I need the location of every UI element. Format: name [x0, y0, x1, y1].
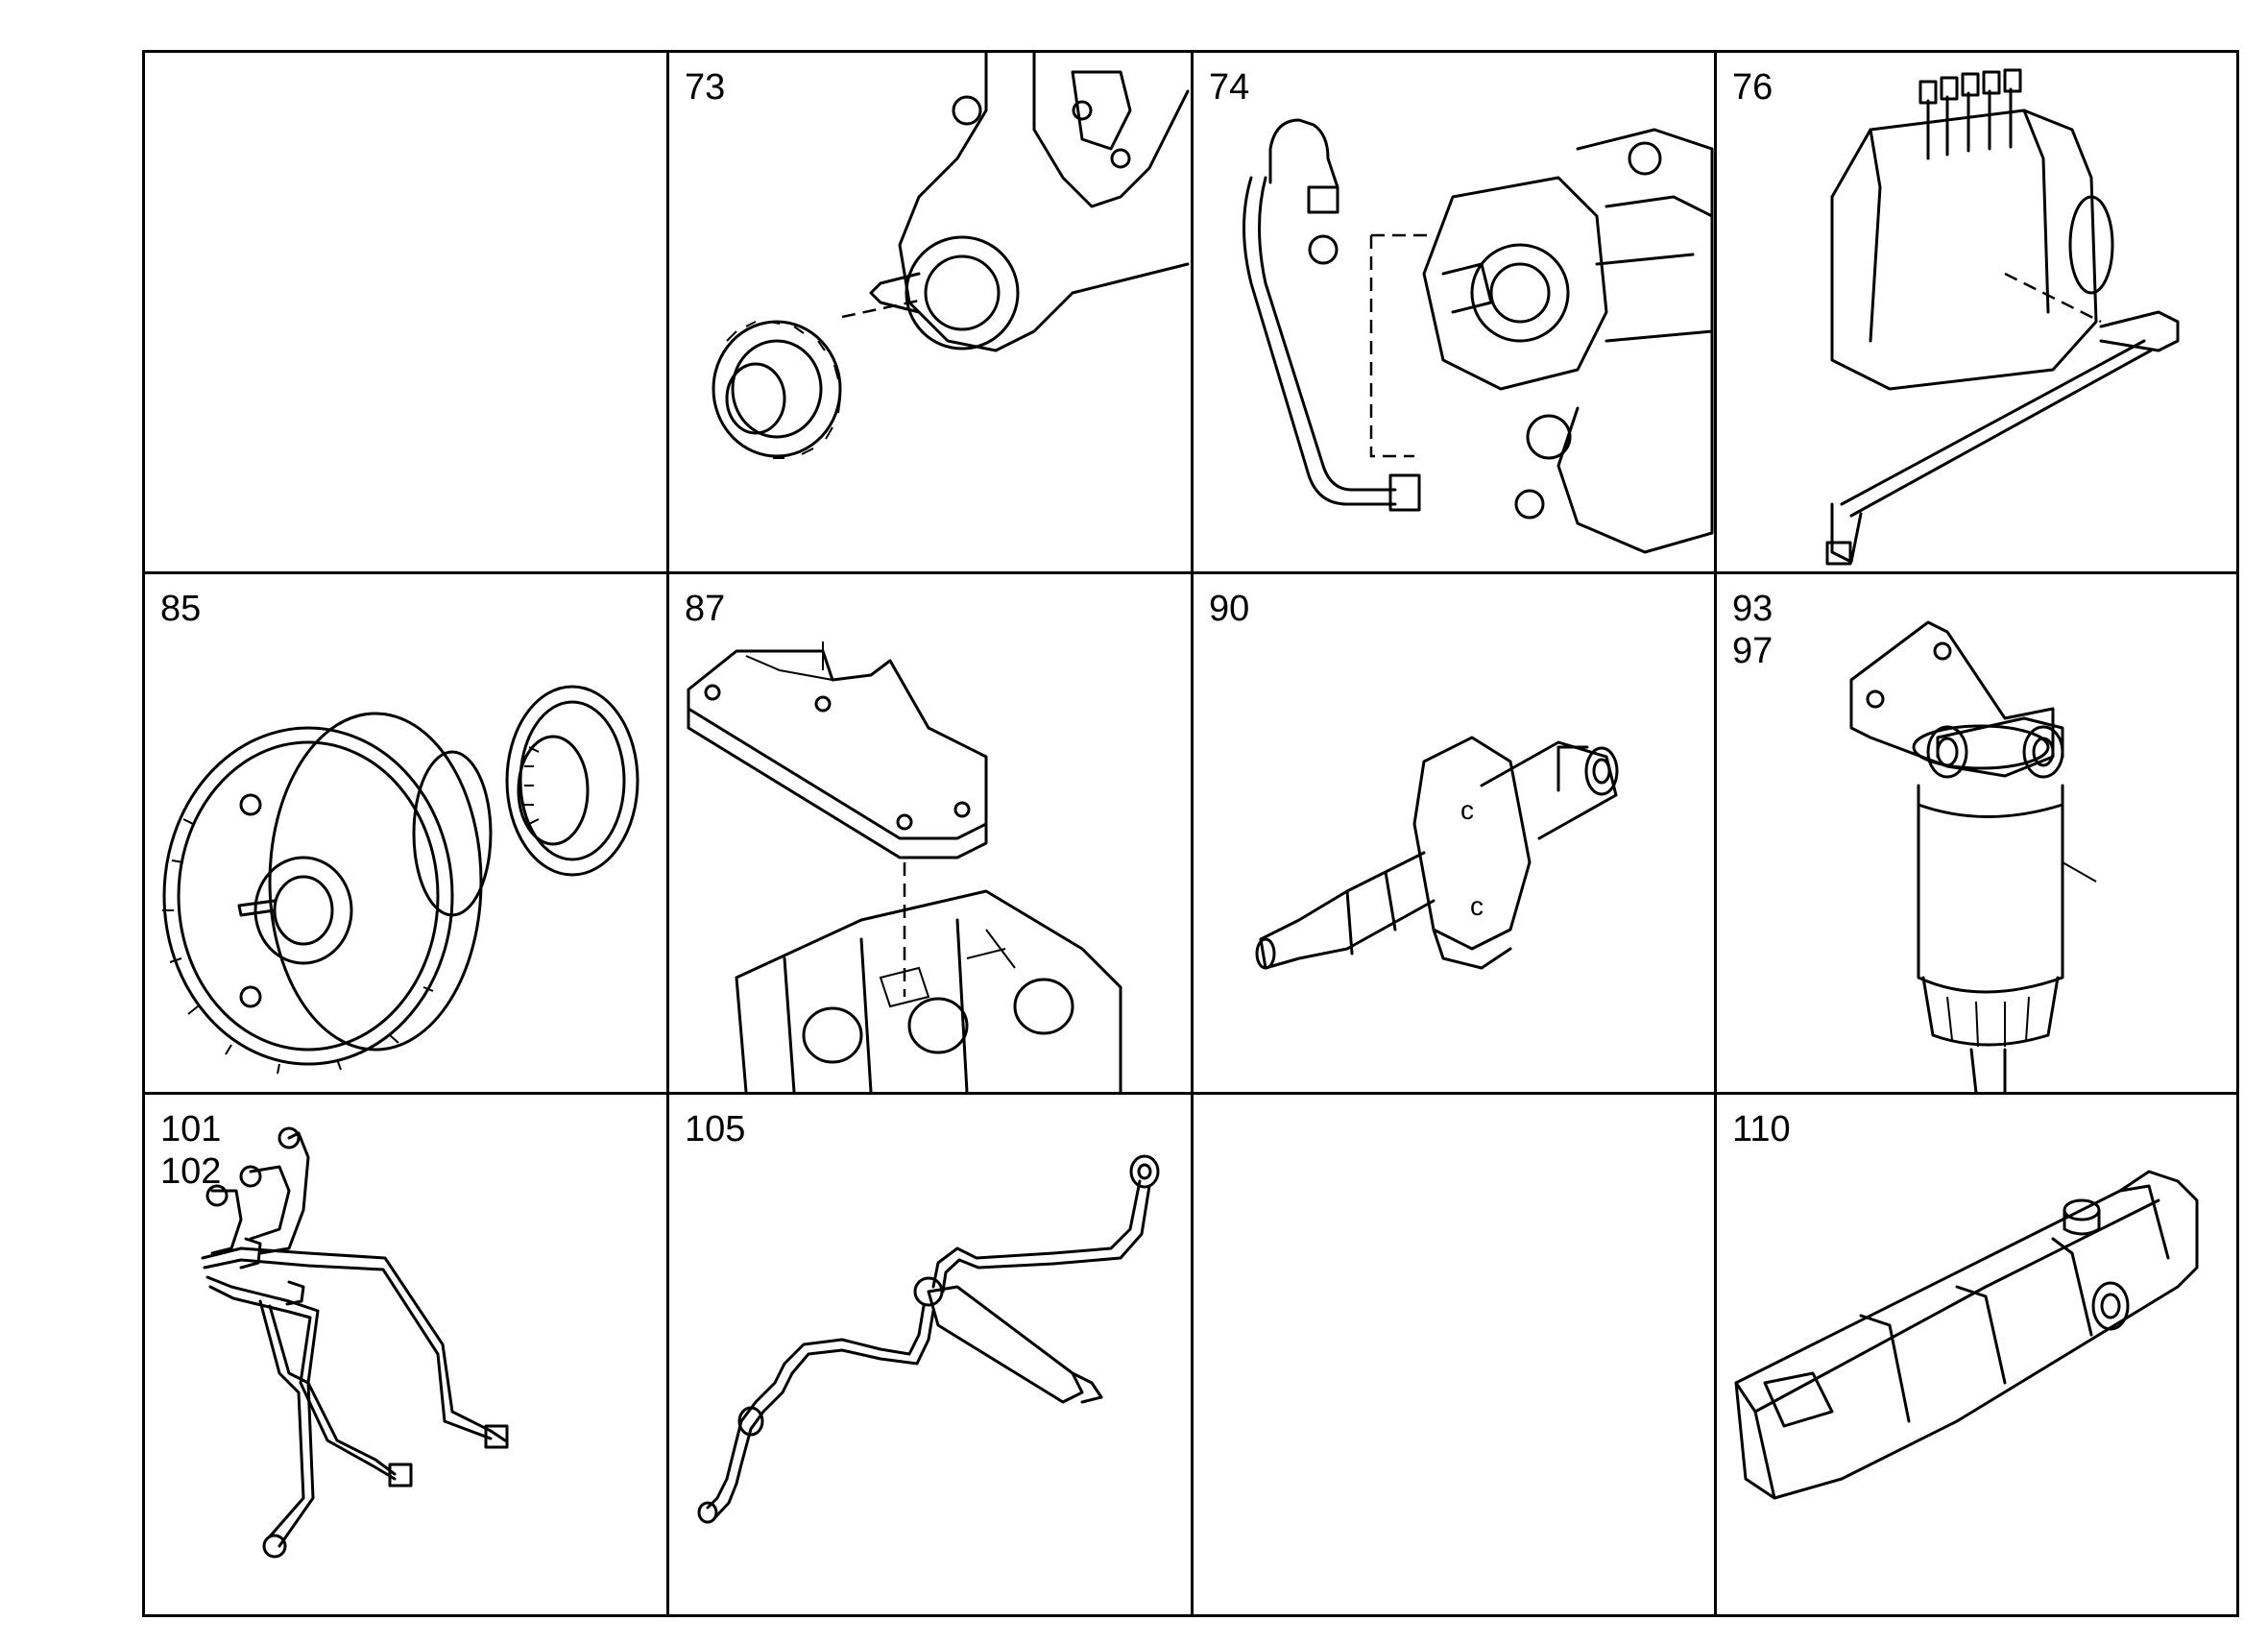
leak-off-pipe-illustration	[697, 1154, 1160, 1524]
svg-text:c: c	[1470, 891, 1484, 921]
cell-part-73[interactable]: 73	[669, 53, 1191, 571]
grid-divider	[1714, 53, 1717, 1614]
parts-illustration-grid: 73 74	[142, 50, 2239, 1617]
rocker-cover-illustration	[1734, 1170, 2199, 1500]
drive-gear-illustration	[712, 53, 1190, 459]
part-number-label: 73	[685, 67, 726, 108]
timing-gear-illustration	[162, 685, 639, 1075]
cell-part-90[interactable]: 90 c c	[1194, 574, 1714, 1092]
cell-part-87[interactable]: 87	[669, 574, 1191, 1092]
grid-divider	[145, 1092, 2236, 1095]
cell-empty	[1194, 1095, 1714, 1617]
cell-part-76[interactable]: 76	[1717, 53, 2242, 571]
svg-text:c: c	[1460, 795, 1474, 825]
oil-feed-pipe-illustration	[1243, 118, 1714, 554]
part-number-label: 105	[685, 1109, 746, 1149]
part-number-label: 74	[1209, 67, 1250, 108]
part-number-label: 110	[1732, 1109, 1791, 1149]
part-number-label: 87	[685, 589, 726, 629]
cell-empty	[145, 53, 666, 571]
cover-plate-illustration	[687, 641, 1122, 1092]
cell-part-85[interactable]: 85	[145, 574, 666, 1092]
fuel-filter-illustration	[1849, 620, 2097, 1092]
injection-pump-illustration	[1825, 68, 2180, 566]
part-number-label: 76	[1732, 67, 1773, 108]
grid-divider	[666, 53, 669, 1614]
cell-part-105[interactable]: 105	[669, 1095, 1191, 1617]
part-number-label: 85	[160, 589, 202, 629]
grid-divider	[145, 571, 2236, 574]
injector-illustration: c c	[1255, 736, 1619, 970]
grid-divider	[1191, 53, 1194, 1614]
part-number-label: 90	[1209, 589, 1250, 629]
cell-part-74[interactable]: 74	[1194, 53, 1714, 571]
cell-part-110[interactable]: 110	[1717, 1095, 2242, 1617]
injection-pipes-illustration	[201, 1126, 509, 1559]
